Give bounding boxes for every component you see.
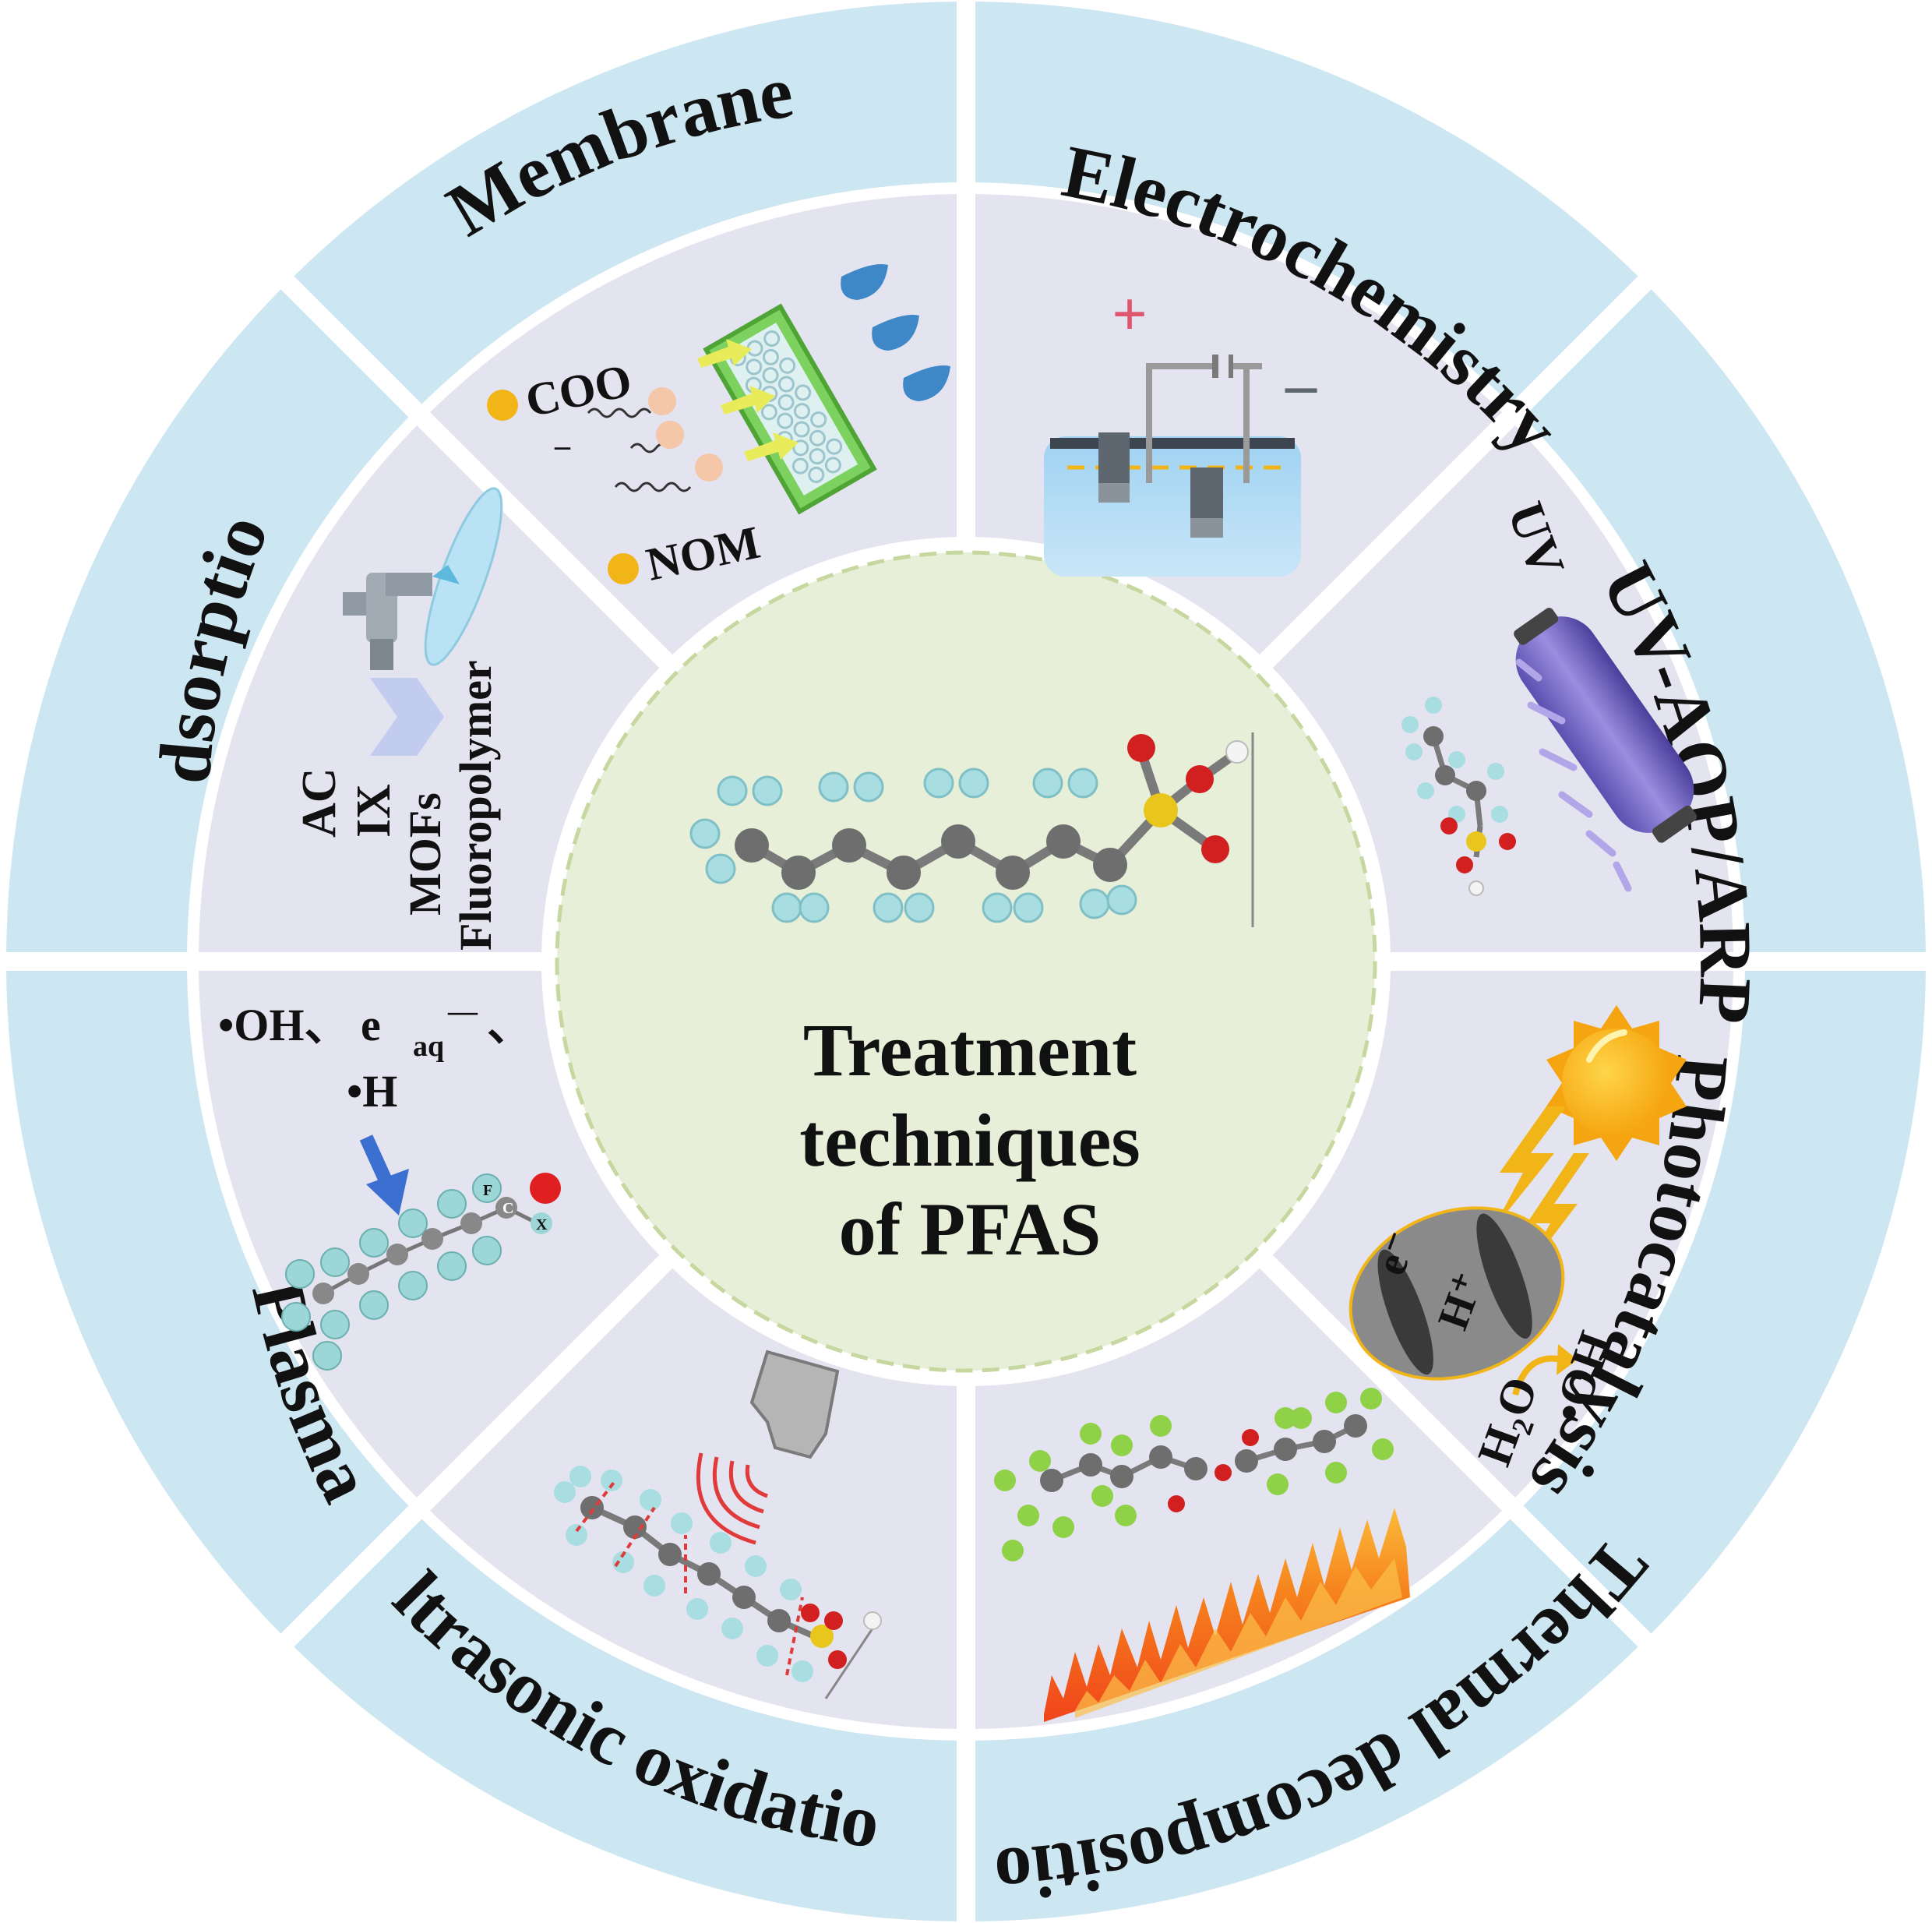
plasma-atom-x: X — [536, 1216, 548, 1233]
reaction-arrow — [1512, 1355, 1563, 1396]
photocatalyst-particle-icon — [1349, 1206, 1565, 1381]
ultrasonic-molecule-icon — [554, 1466, 882, 1699]
membrane-filter-icon — [703, 303, 877, 515]
center-title-line-2: techniques — [799, 1099, 1140, 1182]
adsorbent-ac: AC — [293, 767, 346, 838]
center-title-line-1: Treatment — [803, 1008, 1137, 1092]
plasma-atom-f: F — [483, 1182, 492, 1199]
uv-molecule-icon — [1401, 697, 1516, 896]
water-drop-icon — [841, 264, 950, 401]
plasma-molecule-icon: F C X — [281, 1173, 561, 1371]
center-disc — [555, 550, 1377, 1373]
thermal-molecules-icon — [994, 1388, 1394, 1561]
flow-arrows — [697, 339, 799, 461]
center-title-line-3: of PFAS — [839, 1187, 1102, 1271]
adsorbent-list: AC IX MOFs Fluoropolymer — [293, 660, 501, 951]
plasma-species-line-1: •OH、 e — [218, 1000, 381, 1050]
plasma-species-separator: 、 — [487, 1000, 532, 1050]
plasma-species-label: •OH、 e aq — 、 •H — [218, 995, 532, 1117]
uv-lamp-icon — [1514, 607, 1698, 843]
faucet-icon — [343, 487, 503, 756]
plasma-species-subscript: aq — [413, 1030, 444, 1063]
coo-legend-dot — [487, 390, 518, 421]
center-title: Treatment techniques of PFAS — [799, 1008, 1140, 1271]
pfas-chain-icons — [587, 387, 723, 492]
sun-icon — [1546, 1005, 1687, 1161]
adsorbent-mofs: MOFs — [400, 792, 450, 916]
lightning-icon — [1492, 1106, 1589, 1286]
adsorbent-ix: IX — [347, 784, 400, 838]
coo-charge-sign: – — [554, 428, 571, 463]
nom-legend-dot — [608, 553, 639, 584]
anode-plus-sign: + — [1112, 281, 1148, 349]
electrolysis-cell-icon — [1044, 355, 1301, 577]
plasma-species-line-2: •H — [347, 1066, 397, 1117]
flame-icon — [1044, 1508, 1410, 1722]
plasma-atom-c: C — [502, 1200, 513, 1217]
uv-rays — [1515, 658, 1632, 892]
cathode-minus-sign: – — [1285, 351, 1317, 419]
adsorbent-fluoropolymer: Fluoropolymer — [450, 660, 501, 951]
plasma-species-superscript: — — [447, 995, 478, 1028]
pfas-molecule-icon — [689, 732, 1254, 927]
arrow-down-icon — [359, 1134, 409, 1216]
ultrasonic-probe-icon — [696, 1350, 840, 1545]
